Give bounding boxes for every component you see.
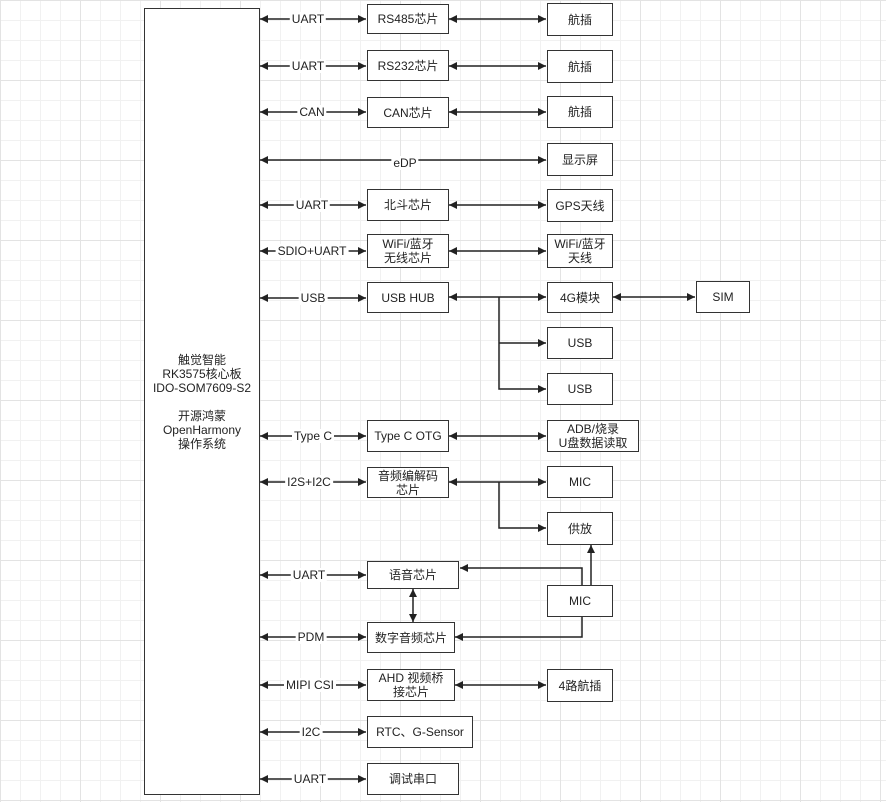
- interface-label-uart1: UART: [289, 12, 327, 26]
- wifi-bt-chip-label-line2: 无线芯片: [383, 251, 432, 265]
- typec-otg-label: Type C OTG: [374, 429, 442, 443]
- aviation-4way-block: 4路航插: [547, 669, 613, 702]
- ahd-bridge-label-line2: 接芯片: [392, 685, 429, 699]
- audio-codec-label-line1: 音频编解码: [377, 468, 438, 483]
- adb-flash-label-line2: U盘数据读取: [558, 436, 628, 450]
- typec-otg-block: Type C OTG: [367, 420, 449, 452]
- core-board-part-number: IDO-SOM7609-S2: [152, 380, 252, 395]
- adb-flash-block: ADB/烧录 U盘数据读取: [547, 420, 639, 452]
- aviation-connector-3: 航插: [547, 96, 613, 128]
- interface-label-uart3: UART: [293, 198, 331, 212]
- core-board-model: RK3575核心板: [162, 366, 242, 381]
- voice-chip-block: 语音芯片: [367, 561, 459, 589]
- wifi-bt-antenna-label-line1: WiFi/蓝牙: [554, 237, 606, 251]
- interface-label-uart4: UART: [290, 568, 328, 582]
- debug-uart-label: 调试串口: [388, 772, 437, 786]
- mic-1-label: MIC: [569, 475, 591, 489]
- interface-label-sdio-uart: SDIO+UART: [275, 244, 349, 258]
- usb-hub-label: USB HUB: [381, 290, 435, 305]
- interface-label-can: CAN: [297, 105, 327, 119]
- module-4g-label: 4G模块: [559, 290, 600, 305]
- rtc-gsensor-block: RTC、G-Sensor: [367, 716, 473, 748]
- core-board-block: 触觉智能 RK3575核心板 IDO-SOM7609-S2 开源鸿蒙 OpenH…: [144, 8, 260, 795]
- audio-codec-label-line2: 芯片: [395, 482, 420, 497]
- gps-antenna-label: GPS天线: [555, 198, 605, 213]
- aviation-4way-label: 4路航插: [558, 678, 602, 693]
- aviation-connector-3-label: 航插: [567, 105, 592, 119]
- can-chip-block: CAN芯片: [367, 97, 449, 128]
- voice-chip-label: 语音芯片: [388, 568, 437, 582]
- interface-label-pdm: PDM: [295, 630, 327, 644]
- display-label: 显示屏: [561, 152, 598, 167]
- mic-block-2: MIC: [547, 585, 613, 617]
- rs485-chip-block: RS485芯片: [367, 4, 449, 34]
- ahd-bridge-chip-block: AHD 视频桥 接芯片: [367, 669, 455, 701]
- interface-label-mipi-csi: MIPI CSI: [283, 678, 337, 692]
- wifi-bt-antenna-label-line2: 天线: [567, 251, 592, 265]
- audio-codec-chip-block: 音频编解码 芯片: [367, 467, 449, 498]
- interface-label-edp: eDP: [391, 156, 419, 170]
- interface-label-typec: Type C: [291, 429, 335, 443]
- rtc-gsensor-label: RTC、G-Sensor: [376, 725, 464, 739]
- usb-port-1-label: USB: [567, 336, 593, 350]
- can-chip-label: CAN芯片: [383, 105, 433, 120]
- aviation-connector-2-label: 航插: [567, 59, 592, 74]
- usb-port-2: USB: [547, 373, 613, 405]
- interface-label-uart5: UART: [291, 772, 329, 786]
- beidou-chip-block: 北斗芯片: [367, 189, 449, 221]
- usb-port-1: USB: [547, 327, 613, 359]
- module-4g-block: 4G模块: [547, 282, 613, 313]
- display-block: 显示屏: [547, 143, 613, 176]
- interface-label-i2c: I2C: [299, 725, 323, 739]
- aviation-connector-1-label: 航插: [567, 12, 592, 27]
- mic-2-label: MIC: [569, 594, 591, 608]
- gps-antenna-block: GPS天线: [547, 189, 613, 222]
- usb-port-2-label: USB: [567, 382, 593, 396]
- digital-audio-chip-label: 数字音频芯片: [374, 630, 447, 645]
- sim-block: SIM: [696, 281, 750, 313]
- digital-audio-chip-block: 数字音频芯片: [367, 622, 455, 653]
- core-board-brand: 触觉智能: [177, 352, 226, 367]
- wifi-bt-chip-label-line1: WiFi/蓝牙: [382, 237, 434, 251]
- wifi-bt-antenna-block: WiFi/蓝牙 天线: [547, 234, 613, 268]
- ahd-bridge-label-line1: AHD 视频桥: [378, 671, 444, 685]
- wifi-bt-chip-block: WiFi/蓝牙 无线芯片: [367, 234, 449, 268]
- rs232-chip-block: RS232芯片: [367, 50, 449, 81]
- adb-flash-label-line1: ADB/烧录: [566, 422, 619, 436]
- beidou-chip-label: 北斗芯片: [383, 198, 432, 212]
- amplifier-label: 供放: [567, 521, 592, 536]
- interface-label-uart2: UART: [289, 59, 327, 73]
- os-name-en: OpenHarmony: [162, 422, 242, 437]
- os-name-cn: 开源鸿蒙: [177, 408, 226, 423]
- rs232-chip-label: RS232芯片: [377, 58, 439, 73]
- interface-label-usb: USB: [298, 291, 328, 305]
- aviation-connector-1: 航插: [547, 3, 613, 36]
- amplifier-block: 供放: [547, 512, 613, 545]
- usb-hub-block: USB HUB: [367, 282, 449, 313]
- rs485-chip-label: RS485芯片: [377, 12, 439, 26]
- os-label: 操作系统: [177, 436, 226, 451]
- interface-label-i2s-i2c: I2S+I2C: [285, 475, 333, 489]
- mic-block-1: MIC: [547, 466, 613, 498]
- aviation-connector-2: 航插: [547, 50, 613, 83]
- debug-uart-block: 调试串口: [367, 763, 459, 795]
- sim-label: SIM: [712, 290, 734, 304]
